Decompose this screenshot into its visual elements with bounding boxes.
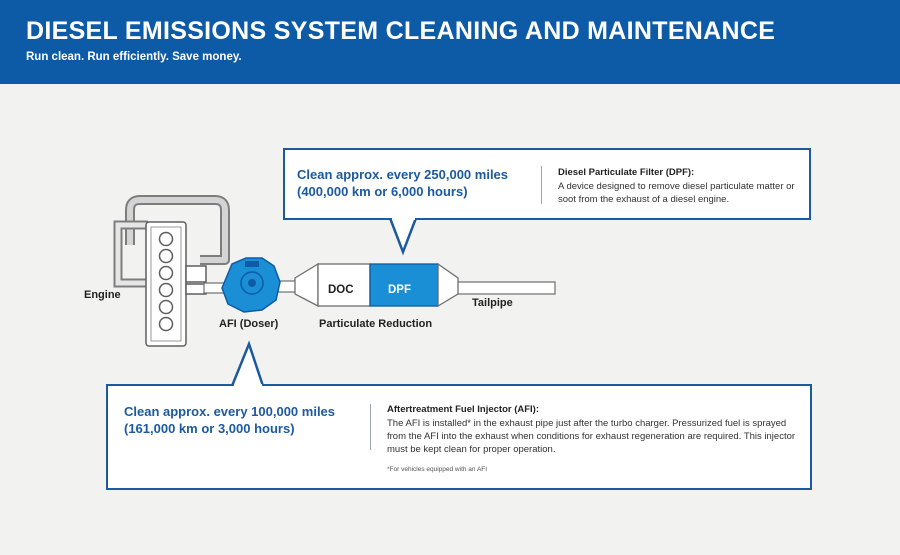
afi-interval-line2: (161,000 km or 3,000 hours): [124, 421, 295, 436]
doc-label: DOC: [328, 284, 354, 296]
dpf-pointer-joint: [391, 215, 415, 220]
tailpipe-label: Tailpipe: [472, 297, 513, 309]
dpf-callout-box: Clean approx. every 250,000 miles (400,0…: [283, 148, 811, 220]
particulate-reduction-label: Particulate Reduction: [319, 318, 433, 330]
dpf-definition-title: Diesel Particulate Filter (DPF):: [558, 167, 695, 178]
afi-interval-line1: Clean approx. every 100,000 miles: [124, 404, 336, 419]
afi-label: AFI (Doser): [219, 318, 279, 330]
afi-pointer-joint: [233, 384, 262, 389]
afi-callout-pointer: [230, 340, 265, 387]
dpf-label: DPF: [388, 284, 411, 296]
page-subtitle: Run clean. Run efficiently. Save money.: [26, 51, 242, 63]
dpf-interval-line1: Clean approx. every 250,000 miles: [297, 167, 509, 182]
engine-illustration: [113, 195, 230, 347]
page-title: DIESEL EMISSIONS SYSTEM CLEANING AND MAI…: [26, 17, 776, 45]
afi-footnote: *For vehicles equipped with an AFI: [387, 466, 488, 473]
afi-definition-text: The AFI is installed* in the exhaust pip…: [387, 418, 796, 455]
doc-dpf-assembly: [294, 262, 459, 308]
engine-label: Engine: [84, 289, 121, 301]
dpf-definition-text: A device designed to remove diesel parti…: [558, 181, 795, 205]
dpf-interval-line2: (400,000 km or 6,000 hours): [297, 184, 468, 199]
dpf-divider: [541, 166, 542, 204]
header-banner: DIESEL EMISSIONS SYSTEM CLEANING AND MAI…: [0, 0, 900, 84]
afi-definition-title: Aftertreatment Fuel Injector (AFI):: [387, 404, 540, 415]
afi-divider: [370, 404, 371, 450]
dpf-callout-pointer: [388, 217, 418, 256]
afi-doser-component: [221, 257, 281, 313]
afi-callout-box: Clean approx. every 100,000 miles (161,0…: [106, 384, 812, 490]
